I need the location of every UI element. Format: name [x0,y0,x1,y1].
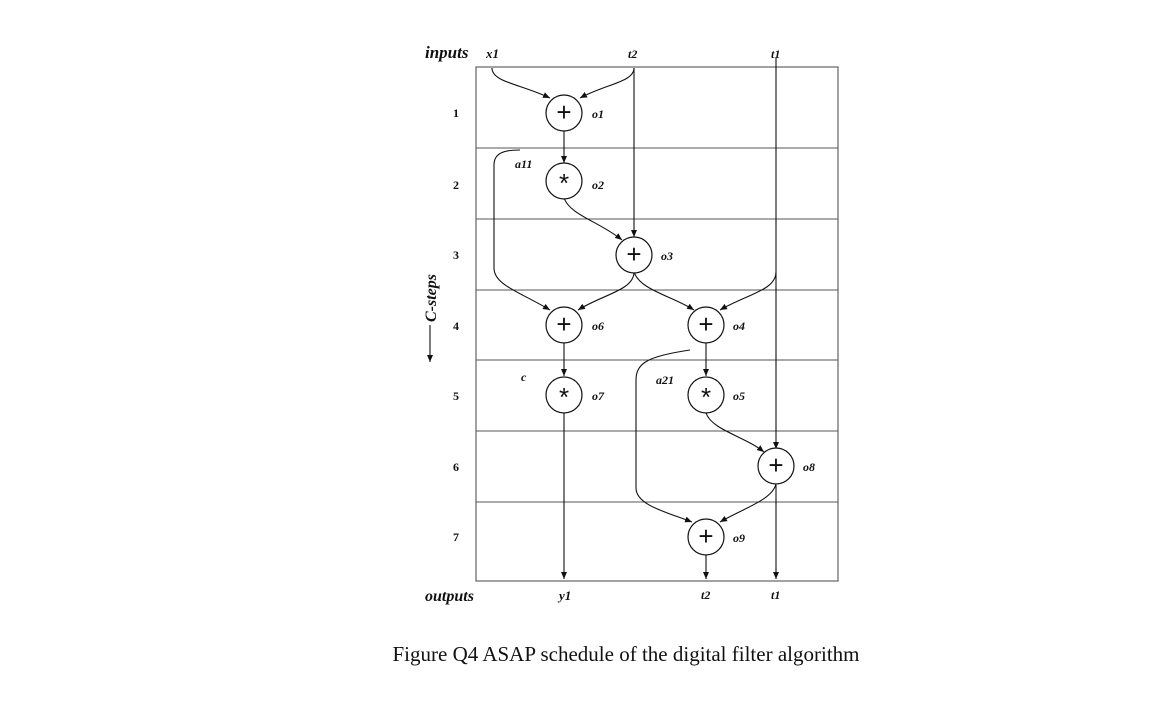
operation-node-o6: + o6 [545,306,604,344]
output-label-t1: t1 [771,588,780,602]
operation-symbol: + [698,521,713,551]
operation-symbol: * [559,168,569,198]
operation-node-o1: + o1 [545,94,604,132]
output-label-t2: t2 [701,588,710,602]
step-number: 6 [453,460,459,474]
inputs-label: inputs [425,43,469,62]
input-label-t2: t2 [628,47,637,61]
constant-a21: a21 [656,373,674,387]
step-number: 2 [453,178,459,192]
operation-symbol: * [559,382,569,412]
step-number: 7 [453,530,459,544]
operation-node-o2: * o2 [545,162,604,200]
operation-label: o5 [733,389,745,403]
constant-c: c [521,370,527,384]
operation-label: o2 [592,178,604,192]
operation-node-o3: + o3 [615,236,673,274]
operation-label: o1 [592,107,604,121]
operation-node-o5: * o5 [687,376,745,414]
operation-node-o7: * o7 [545,376,605,414]
figure-caption: Figure Q4 ASAP schedule of the digital f… [393,642,860,666]
step-number: 4 [453,319,459,333]
operation-label: o7 [592,389,605,403]
schedule-grid [475,66,839,582]
operation-symbol: + [768,450,783,480]
step-numbers: 1 2 3 4 5 6 7 [453,106,459,544]
operation-label: o8 [803,460,815,474]
c-steps-label: C-steps [423,274,440,322]
constant-a11: a11 [515,157,532,171]
outputs-label: outputs [425,588,474,605]
step-number: 1 [453,106,459,120]
dataflow-edges [491,58,779,579]
operation-label: o9 [733,531,745,545]
input-label-t1: t1 [771,47,780,61]
operation-label: o6 [592,319,604,333]
operation-label: o4 [733,319,745,333]
operation-node-o9: + o9 [687,518,745,556]
input-label-x1: x1 [485,46,499,61]
operation-symbol: + [626,239,641,269]
step-number: 5 [453,389,459,403]
step-number: 3 [453,248,459,262]
output-label-y1: y1 [557,588,571,603]
operation-node-o4: + o4 [687,306,745,344]
operation-symbol: + [556,309,571,339]
operation-symbol: * [701,382,711,412]
operation-node-o8: + o8 [757,447,815,485]
operation-symbol: + [556,97,571,127]
operation-symbol: + [698,309,713,339]
operation-label: o3 [661,249,673,263]
